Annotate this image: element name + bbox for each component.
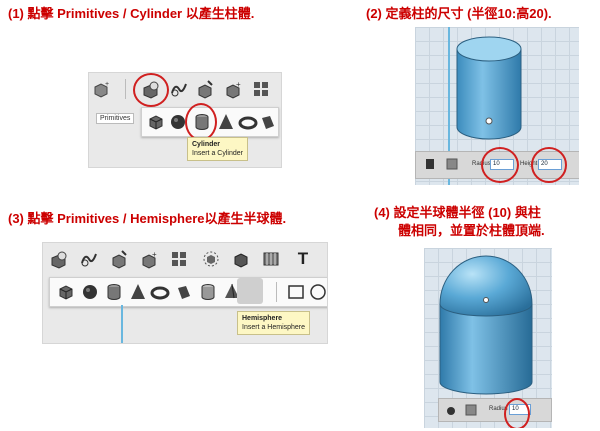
modify-icon[interactable]: + [139,249,159,269]
toolbar-panel-cylinder: + + Primitives Cy [88,72,282,168]
cylinder-shape[interactable] [455,35,523,143]
torus-icon[interactable] [238,112,258,132]
workplane-axis [121,305,123,343]
cone-icon[interactable] [216,112,236,132]
workplane-axis [448,27,450,185]
cone-icon[interactable] [128,282,148,302]
grouping-icon[interactable] [201,249,221,269]
cylinder-tooltip: Cylinder Insert a Cylinder [187,137,248,161]
svg-text:+: + [152,250,157,259]
pattern-icon[interactable] [251,79,271,99]
tooltip-title: Cylinder [192,141,221,148]
tooltip-description: Insert a Hemisphere [242,324,306,331]
modify-icon[interactable]: + [223,79,243,99]
radius-label: Radius [489,406,508,412]
tooltip-title: Hemisphere [242,315,283,322]
solid-icon[interactable] [422,156,438,172]
box-add-icon[interactable]: + [91,79,111,99]
torus-icon[interactable] [150,282,170,302]
primitives-label: Primitives [96,113,135,124]
sketch-icon[interactable] [169,79,189,99]
highlight-ring-cylinder [185,103,217,141]
toolbar-divider [125,79,126,99]
caption-step4-line1: (4) 設定半球體半徑 (10) 與柱 [374,205,541,220]
primitives-submenu [49,277,327,307]
highlight-ring-radius [481,147,519,183]
caption-step1: (1) 點擊 Primitives / Cylinder 以產生柱體. [8,6,255,21]
svg-text:+: + [105,81,109,88]
text-icon[interactable]: T [297,249,309,268]
hemisphere-tooltip: Hemisphere Insert a Hemisphere [237,311,311,335]
wedge-icon[interactable] [258,112,278,132]
wedge-icon[interactable] [174,282,194,302]
caption-step3: (3) 點擊 Primitives / Hemisphere以產生半球體. [8,211,287,226]
viewport-dome: Radius 10 [424,248,552,428]
rectangle-icon[interactable] [286,282,306,302]
tooltip-description: Insert a Cylinder [192,150,243,157]
highlight-ring-radius [504,398,530,428]
cylinder-icon[interactable] [104,282,124,302]
highlight-ring-height [531,147,567,183]
dome-shape[interactable] [434,252,538,396]
cube-icon[interactable] [146,112,166,132]
sphere-icon[interactable] [168,112,188,132]
highlight-ring-primitives [133,73,169,107]
hemisphere-selection [237,278,263,304]
combine-icon[interactable] [231,249,251,269]
svg-text:+: + [236,80,241,89]
measure-icon[interactable] [261,249,281,269]
pattern-icon[interactable] [169,249,189,269]
cube-icon[interactable] [56,282,76,302]
toolbar-panel-hemisphere: + T [42,242,328,344]
caption-step4-line2: 體相同，並置於柱體頂端. [398,223,545,238]
properties-bar: Radius 10 [438,398,552,422]
hole-icon[interactable] [463,402,479,418]
caption-step2: (2) 定義柱的尺寸 (半徑10:高20). [366,6,552,21]
hole-icon[interactable] [444,156,460,172]
pyramid-icon[interactable] [222,282,242,302]
construct-icon[interactable] [109,249,129,269]
construct-icon[interactable] [195,79,215,99]
tube-icon[interactable] [198,282,218,302]
submenu-divider [276,282,277,302]
sphere-icon[interactable] [80,282,100,302]
viewport-cylinder: Radius 10 Height 20 [415,27,579,185]
sketch-icon[interactable] [79,249,99,269]
circle-icon[interactable] [308,282,327,302]
sphere-solid-icon[interactable] [443,402,459,418]
height-label: Height [520,161,538,167]
primitives-icon[interactable] [49,249,69,269]
